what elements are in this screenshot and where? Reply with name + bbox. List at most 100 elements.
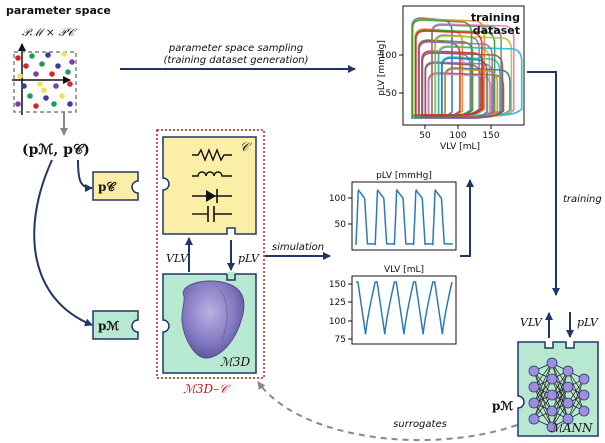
training-plot-title-2: dataset [473,24,520,37]
ann-node [546,421,558,433]
sample-point [15,55,21,61]
ann-node [578,405,590,417]
ann-node [578,373,590,385]
volume-ytick-2: 100 [329,317,346,327]
arrow-to-pm [33,159,93,327]
sampling-label-2: (training dataset generation) [163,55,308,66]
sample-point [59,93,65,99]
circulation-model-block [162,136,257,235]
surrogates-label: surrogates [393,419,447,430]
arrow-to-dataset [460,179,474,257]
sample-point [65,69,71,75]
sample-point [61,51,67,57]
ann-node [528,413,540,425]
ann-node [528,397,540,409]
sample-point [43,95,49,101]
ann-node [562,413,574,425]
sample-point [39,61,45,67]
sample-point [67,81,73,87]
sample-point [27,93,33,99]
pm-parameter-block [92,310,139,340]
capacitor-icon [192,206,232,222]
arrow-surrogates [257,381,518,442]
ann-node [562,381,574,393]
training-ytick-1: 100 [380,51,397,61]
pressure-ytick-0: 100 [329,194,346,204]
ann-p-label: 𝐩ℳ [492,399,513,413]
sample-point [53,83,59,89]
training-xtick-1: 100 [449,131,466,141]
sample-point [15,101,21,107]
ann-plv-label: pLV [577,316,599,329]
training-label: training [563,194,602,205]
training-plot-ylabel: pLV [mmHg] [377,40,387,96]
3d-model-block [162,272,257,374]
sample-point [41,87,47,93]
pc-parameter-block [92,171,139,201]
ann-out-label: ℳANN [550,421,593,435]
pv-loop [437,46,523,116]
sample-point [17,73,23,79]
heart-mesh-icon [181,280,245,359]
ann-node [546,357,558,369]
pv-loop [444,68,499,118]
training-xtick-2: 150 [482,131,499,141]
ann-node [528,365,540,377]
ann-node [528,381,540,393]
neural-network-icon [528,357,590,433]
sample-point [45,52,51,58]
volume-ytick-3: 75 [335,335,346,345]
ann-vlv-label: VLV [520,316,543,329]
params-pair: (𝐩ℳ, 𝐩𝒞) [22,142,90,158]
sample-point [55,63,61,69]
sample-point [69,59,75,65]
model3d-label: ℳ3D [220,355,250,369]
volume-ytick-0: 150 [329,280,346,290]
sample-point [23,63,29,69]
coupled-model-border [156,129,265,379]
volume-time-plot [348,275,457,345]
resistor-icon [192,148,232,162]
sample-point [49,71,55,77]
ann-node [546,405,558,417]
inductor-icon [192,171,232,177]
volume-plot-title: VLV [mL] [384,265,424,275]
coupled-label: ℳ3D–𝒞 [183,382,231,396]
sample-point [29,53,35,59]
sampling-box [13,51,77,113]
sample-point [37,81,43,87]
diode-icon [192,189,232,203]
pressure-ytick-1: 50 [335,220,347,230]
training-xtick-0: 50 [419,131,431,141]
param-space-title: parameter space [6,4,111,17]
ann-node [562,365,574,377]
sampling-label-1: parameter space sampling [168,43,303,54]
arrow-training [527,71,560,296]
param-space-product: 𝒫ℳ × 𝒫𝒞 [22,26,77,39]
pv-loop [415,30,483,116]
ann-node [546,373,558,385]
pv-loop [421,52,504,118]
ann-node [546,389,558,401]
pc-label: 𝐩𝒞 [98,180,116,194]
sample-point [33,103,39,109]
ann-node [578,389,590,401]
parameter-space-scatter [12,43,77,115]
arrow-to-pc [77,159,93,192]
training-plot-xlabel: VLV [mL] [440,142,480,152]
sample-point [67,101,73,107]
ann-surrogate-block [517,341,599,437]
simulation-label: simulation [272,242,324,253]
training-plot-title-1: training [471,11,520,24]
sample-point [21,83,27,89]
sample-point [33,71,39,77]
volume-ytick-1: 125 [329,298,346,308]
pressure-time-plot [348,181,457,251]
sample-points [15,51,75,109]
pressure-plot-title: pLV [mmHg] [376,171,432,181]
vlv-label: VLV [166,252,189,265]
ann-node [562,397,574,409]
training-ytick-0: 50 [386,89,398,99]
plv-label: pLV [238,252,260,265]
